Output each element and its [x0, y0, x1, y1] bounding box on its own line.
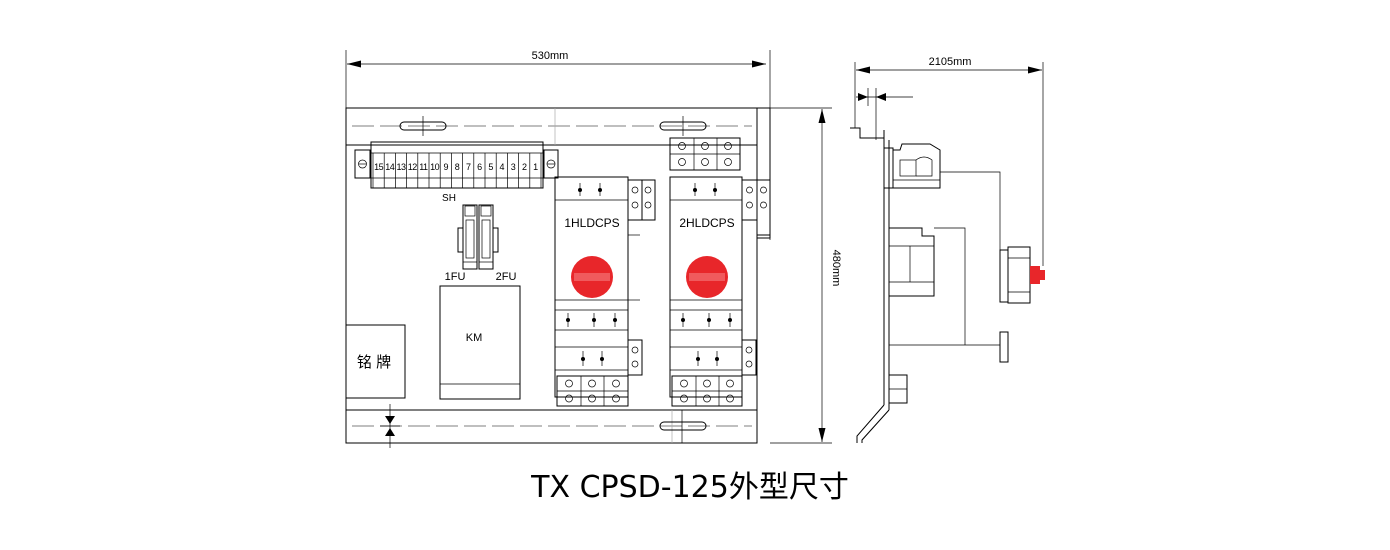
terminal-number: 2	[522, 162, 527, 172]
terminal-number: 12	[408, 162, 418, 172]
fuse-2-label: 2FU	[496, 271, 517, 283]
terminal-number: 7	[466, 162, 471, 172]
plate-thickness-dimension	[856, 88, 913, 140]
terminal-block	[556, 375, 629, 407]
terminal-number: 4	[500, 162, 505, 172]
terminal-number: 13	[396, 162, 406, 172]
terminal-block	[671, 375, 743, 407]
terminal-number: 6	[477, 162, 482, 172]
contactor: KM	[439, 285, 521, 400]
width-dimension-label: 530mm	[532, 50, 569, 62]
cps-1-label: 1HLDCPS	[564, 216, 619, 230]
height-dimension-label: 480mm	[830, 250, 842, 287]
fuse-holders: 1FU 2FU	[445, 204, 517, 283]
depth-dimension: 2105mm	[854, 56, 1044, 266]
terminal-number: 5	[488, 162, 493, 172]
cps-unit-1: 1HLDCPS	[554, 176, 656, 398]
terminal-number: 11	[419, 162, 428, 172]
knob-side	[1030, 266, 1040, 284]
terminal-block	[669, 137, 741, 171]
terminal-number: 3	[511, 162, 516, 172]
nameplate-label: 铭 牌	[357, 354, 391, 371]
terminal-number: 10	[430, 162, 440, 172]
front-view: 530mm	[345, 50, 842, 448]
fuse-1-label: 1FU	[445, 271, 466, 283]
side-bottom-block	[888, 374, 908, 404]
side-cps-outline	[889, 171, 1045, 363]
terminal-number: 1	[533, 162, 538, 172]
terminal-number: 14	[385, 162, 395, 172]
depth-dimension-label: 2105mm	[929, 56, 972, 68]
side-view: 2105mm	[850, 56, 1045, 443]
side-terminal-strip	[883, 143, 941, 189]
terminal-strip: 15 14 13 12 11 10 9 8 7 6 5 4 3 2 1 SH	[354, 141, 559, 204]
terminal-number: 8	[455, 162, 460, 172]
hole-marker	[380, 404, 400, 448]
mounting-plate	[345, 107, 771, 448]
height-dimension: 480mm	[762, 107, 842, 444]
diagram-caption: TX CPSD-125外型尺寸	[530, 470, 849, 505]
side-mounting-plate	[850, 127, 890, 443]
cps-2-label: 2HLDCPS	[679, 216, 734, 230]
cps-unit-2: 2HLDCPS	[669, 176, 771, 398]
nameplate: 铭 牌	[345, 324, 406, 399]
contactor-label: KM	[466, 332, 483, 344]
terminal-strip-label: SH	[442, 193, 456, 204]
side-fuse-contactor	[888, 227, 935, 297]
mounting-slot	[659, 421, 707, 431]
terminal-number: 9	[444, 162, 449, 172]
terminal-number: 15	[374, 162, 384, 172]
